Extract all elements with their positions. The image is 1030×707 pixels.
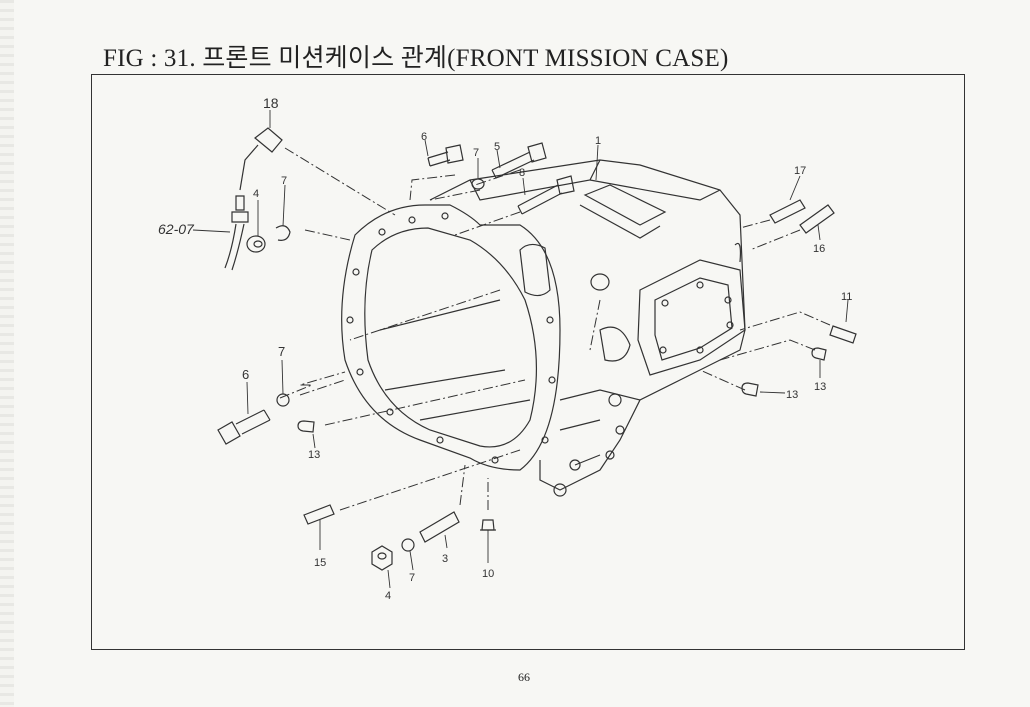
callout-11: 11	[841, 291, 852, 303]
callout-17: 17	[794, 165, 806, 177]
callout-13-mid: 13	[786, 389, 798, 401]
stud-part-15	[303, 504, 335, 525]
washer-part-7-top	[471, 178, 485, 190]
leader-lines	[279, 147, 831, 511]
washer-part-7-upper-left	[275, 225, 291, 241]
callout-7-top: 7	[473, 147, 479, 159]
page-title: FIG : 31. 프론트 미션케이스 관계(FRONT MISSION CAS…	[103, 45, 729, 72]
callout-6-top: 6	[421, 131, 427, 143]
callout-1: 1	[595, 135, 601, 147]
washer-part-7-bottom	[401, 538, 415, 552]
dowel-pin-part-13-left	[297, 420, 315, 433]
plug-part-10	[480, 519, 496, 531]
front-mission-case	[341, 159, 746, 497]
nut-part-4-bottom	[371, 545, 393, 571]
stud-part-3	[419, 511, 460, 543]
dowel-pin-part-13-mid	[741, 382, 759, 397]
callout-4-top: 4	[253, 188, 259, 200]
callout-6-left: 6	[242, 367, 249, 382]
dowel-pin-part-13-right	[811, 347, 827, 361]
page-number: 66	[518, 670, 530, 684]
bolt-part-6-left	[217, 409, 271, 445]
callout-13-left: 13	[308, 449, 320, 461]
bolt-part-6-top	[427, 144, 464, 167]
washer-part-7-left	[276, 393, 290, 407]
callout-8: 8	[519, 167, 525, 179]
diagram-frame	[91, 74, 965, 650]
elbow-fitting-part-18	[224, 127, 283, 271]
callout-7-upper-left: 7	[281, 175, 287, 187]
callout-ticks	[192, 110, 849, 589]
stud-part-17	[769, 199, 806, 224]
callout-16: 16	[813, 243, 825, 255]
bolt-part-8	[517, 175, 575, 215]
callout-7-left: 7	[278, 344, 285, 359]
callout-10: 10	[482, 568, 494, 580]
nut-part-4-top	[246, 235, 266, 253]
stud-part-16	[799, 204, 835, 234]
bolt-part-5	[491, 142, 547, 179]
callout-5: 5	[494, 141, 500, 153]
callout-15: 15	[314, 557, 326, 569]
page-edge-shadow	[0, 0, 14, 707]
callout-7-bottom: 7	[409, 572, 415, 584]
stud-part-11	[829, 325, 857, 344]
callout-4-bottom: 4	[385, 590, 391, 602]
callout-13-right: 13	[814, 381, 826, 393]
callout-18: 18	[263, 95, 279, 111]
callout-62-07: 62-07	[158, 221, 195, 237]
callout-3: 3	[442, 553, 448, 565]
